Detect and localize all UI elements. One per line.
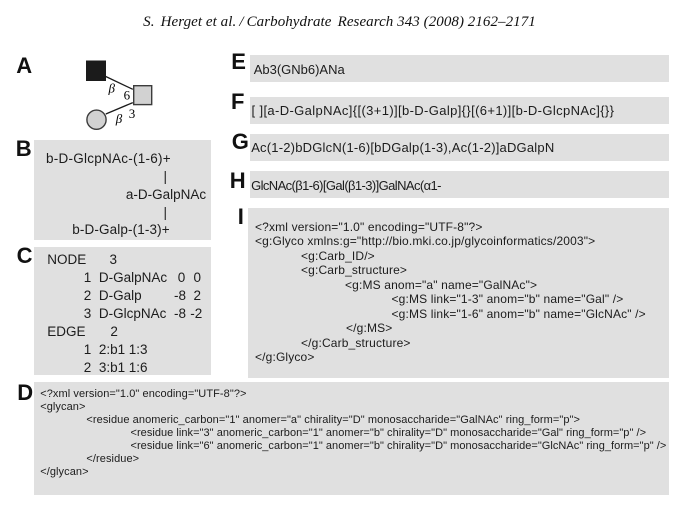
svg-text:β: β xyxy=(108,81,116,96)
svg-text:β: β xyxy=(115,111,123,126)
svg-text:6: 6 xyxy=(124,87,131,102)
svg-text:3: 3 xyxy=(129,106,136,121)
